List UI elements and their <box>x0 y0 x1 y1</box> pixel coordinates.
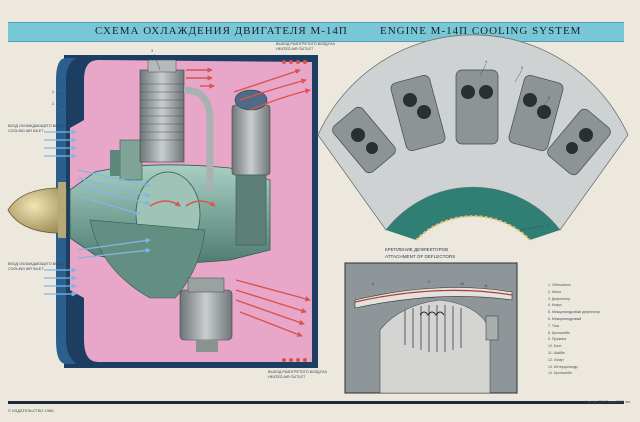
cylinder-radial-section <box>317 34 629 241</box>
footer-publisher: © ИЗДАТЕЛЬСТВО 1986 <box>8 408 54 413</box>
top-cylinder <box>139 59 214 190</box>
legend-item: 9. Пружина <box>548 337 567 342</box>
hot-air-arrows <box>149 67 311 337</box>
title-russian: СХЕМА ОХЛАЖДЕНИЯ ДВИГАТЕЛЯ М-14П <box>95 25 348 37</box>
parts-legend: 1. Обтекатель 2. Капот 3. Дефлектор 4. К… <box>548 282 600 377</box>
legend-item: 2. Капот <box>548 289 562 294</box>
callout-8: 8 <box>372 282 375 286</box>
title-english: ENGINE M-14П COOLING SYSTEM <box>380 25 582 37</box>
legend-item: 11. Шайба <box>548 350 565 355</box>
callout-1: 1 <box>52 90 55 94</box>
bottom-rule <box>8 401 624 404</box>
engine-crankcase <box>69 139 271 299</box>
bottom-cylinder <box>179 277 233 352</box>
callout-11: 11 <box>484 284 488 288</box>
callout-5: 5 <box>521 66 524 70</box>
callout-leaders <box>55 53 549 231</box>
callout-7: 7 <box>546 224 549 228</box>
magneto <box>231 89 271 246</box>
legend-item: 12. Хомут <box>548 357 564 362</box>
legend-item: 13. Интерцилиндр <box>548 364 578 369</box>
outlet-top-label: ВЫХОД РАЗОГРЕТОГО ВОЗДУХА HEATED AIR OUT… <box>276 42 335 51</box>
callout-9: 9 <box>428 280 431 284</box>
callout-6: 6 <box>548 96 551 100</box>
callout-3: 3 <box>151 49 154 53</box>
outlet-dots <box>282 60 307 362</box>
legend-item: 10. Болт <box>548 344 562 349</box>
inlet-top-label-ru: ВХОД ОХЛАЖДАЮЩЕГО ВОЗДУХА <box>8 124 70 128</box>
outlet-bottom-label-ru: ВЫХОД РАЗОГРЕТОГО ВОЗДУХА <box>268 370 327 374</box>
deflector-title-en: ATTACHMENT OF DEFLECTORS <box>385 254 456 259</box>
outlet-top-label-ru: ВЫХОД РАЗОГРЕТОГО ВОЗДУХА <box>276 42 335 46</box>
inlet-bottom-label-ru: ВХОД ОХЛАЖДАЮЩЕГО ВОЗДУХА <box>8 262 70 266</box>
cold-air-arrows <box>44 129 151 297</box>
deflector-attachment-view <box>344 262 518 394</box>
callout-4: 4 <box>485 60 488 64</box>
outlet-bottom-label-en: HEATED AIR OUTLET <box>268 374 306 379</box>
propeller-spinner <box>7 182 67 238</box>
inlet-bottom-label-en: COOLING AIR INLET <box>8 266 44 271</box>
deflector-view-title: КРЕПЛЕНИЕ ДЕФЛЕКТОРОВ ATTACHMENT OF DEFL… <box>385 246 455 260</box>
inlet-bottom-label: ВХОД ОХЛАЖДАЮЩЕГО ВОЗДУХА COOLING AIR IN… <box>8 262 70 271</box>
outlet-top-label-en: HEATED AIR OUTLET <box>276 46 314 51</box>
legend-item: 6. Межцилиндровый <box>548 316 582 321</box>
footer-print-info: Изд. № 1234 Тираж 2000 экз. <box>585 400 631 404</box>
legend-item: 8. Кронштейн <box>548 330 570 335</box>
callout-2: 2 <box>52 102 55 106</box>
outlet-bottom-label: ВЫХОД РАЗОГРЕТОГО ВОЗДУХА HEATED AIR OUT… <box>268 370 327 379</box>
legend-item: 4. Кожух <box>548 303 562 308</box>
legend-item: 5. Межцилиндровый дефлектор <box>548 310 601 315</box>
inlet-top-label-en: COOLING AIR INLET <box>8 128 44 133</box>
deflector-title-ru: КРЕПЛЕНИЕ ДЕФЛЕКТОРОВ <box>385 247 449 252</box>
inlet-top-label: ВХОД ОХЛАЖДАЮЩЕГО ВОЗДУХА COOLING AIR IN… <box>8 124 70 133</box>
legend-item: 14. Кронштейн <box>548 371 572 376</box>
legend-item: 1. Обтекатель <box>548 283 571 287</box>
legend-item: 7. Тяга <box>548 323 559 328</box>
callout-10: 10 <box>460 282 465 286</box>
legend-item: 3. Дефлектор <box>548 296 571 301</box>
